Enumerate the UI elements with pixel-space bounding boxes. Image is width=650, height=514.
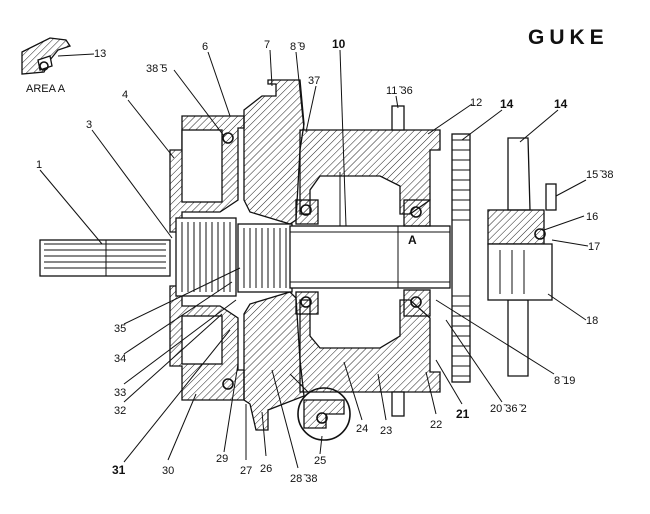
callout-1: 1: [36, 159, 42, 171]
wheel-hub: [299, 105, 441, 417]
callout-6: 6: [202, 41, 208, 53]
callout-14-right: 14: [554, 97, 568, 111]
callout-8-9: 8 ̄9: [290, 41, 305, 53]
callout-25: 25: [314, 455, 326, 467]
callout-4: 4: [122, 89, 128, 101]
area-a-detail: [21, 37, 95, 75]
callout-16: 16: [586, 211, 598, 223]
callout-23: 23: [380, 425, 392, 437]
callout-22: 22: [430, 419, 442, 431]
callout-31: 31: [112, 463, 126, 477]
brand-logo: GUKE: [528, 26, 609, 49]
planet-gear-upper: [175, 217, 237, 297]
callout-17: 17: [588, 241, 600, 253]
callout-28-38: 28 ̄38: [290, 473, 318, 485]
leader-lines: [39, 49, 589, 469]
callout-12: 12: [470, 97, 482, 109]
callout-11-36: 11 ̄36: [386, 85, 413, 97]
callout-18: 18: [586, 315, 598, 327]
callout-35: 35: [114, 323, 126, 335]
tapered-bearing-left: [295, 199, 319, 315]
section-marker-a: A: [408, 233, 417, 247]
area-a-inset: [289, 373, 351, 441]
outer-disc-assembly: [487, 137, 557, 377]
callout-24: 24: [356, 423, 368, 435]
sun-gear: [237, 223, 293, 293]
callout-30: 30: [162, 465, 174, 477]
callout-14-left: 14: [500, 97, 514, 111]
callout-20-36-2: 20 ̄36 ̄2: [490, 403, 527, 415]
callout-33: 33: [114, 387, 126, 399]
output-shaft: [289, 172, 451, 289]
callout-3: 3: [86, 119, 92, 131]
callout-13: 13: [94, 48, 106, 60]
planetary-carrier-housing: [169, 115, 245, 401]
callout-32: 32: [114, 405, 126, 417]
callout-38-5: 38 ̄5: [146, 63, 167, 75]
callout-26: 26: [260, 463, 272, 475]
callout-10: 10: [332, 37, 346, 51]
area-a-caption: AREA A: [26, 83, 66, 95]
drive-sprocket: [451, 133, 471, 383]
callout-37: 37: [308, 75, 320, 87]
tapered-bearing-right: [403, 199, 431, 317]
callout-34: 34: [114, 353, 126, 365]
callout-15-38: 15 ̄38: [586, 169, 614, 181]
callout-21: 21: [456, 407, 470, 421]
callout-29: 29: [216, 453, 228, 465]
ring-gear-housing: [243, 79, 305, 431]
callout-8-19: 8 ̄19: [554, 375, 575, 387]
callout-27: 27: [240, 465, 252, 477]
input-spline-shaft: [39, 239, 171, 277]
callout-7: 7: [264, 39, 270, 51]
